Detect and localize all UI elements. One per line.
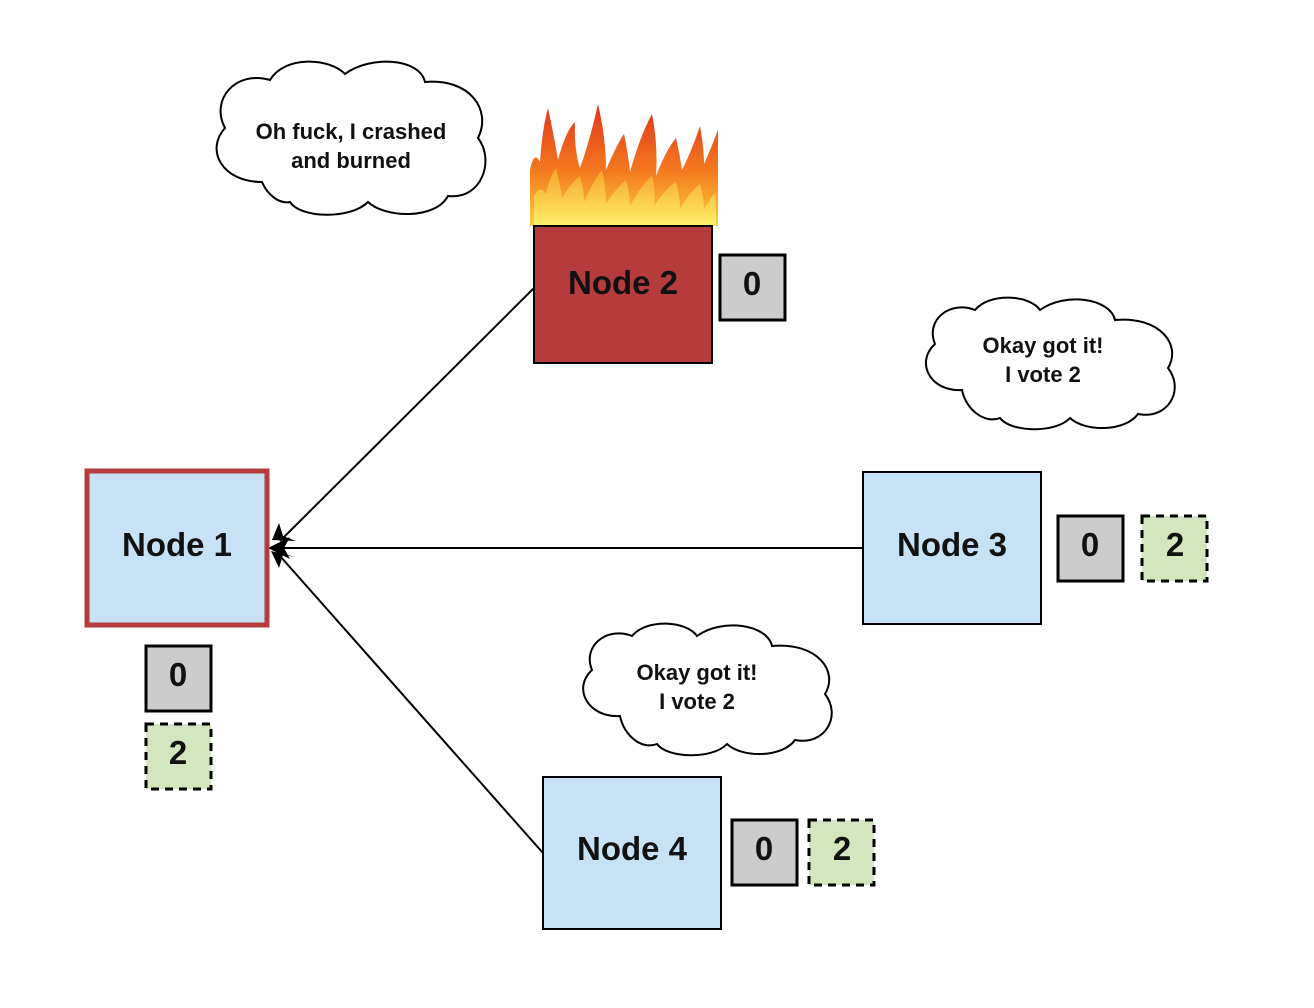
- cloud-line-1: Oh fuck, I crashed: [256, 119, 447, 144]
- node-2[interactable]: Node 2: [533, 225, 713, 364]
- edge-node4-to-node1: [279, 555, 544, 854]
- term-box: [144, 644, 213, 713]
- node-4-vote-counter: 2: [807, 818, 876, 887]
- node-1[interactable]: Node 1: [84, 468, 270, 628]
- term-box: [718, 253, 787, 322]
- node-4[interactable]: Node 4: [542, 776, 722, 930]
- node-3-box: [862, 471, 1042, 625]
- node-4-label: Node 4: [577, 830, 688, 867]
- node-4-box: [542, 776, 722, 930]
- term-value: 0: [169, 656, 187, 693]
- node-2-label: Node 2: [568, 264, 678, 301]
- arrowhead-icon: [271, 551, 296, 568]
- cloud-line-1: Okay got it!: [636, 660, 757, 685]
- node-1-box: [84, 468, 270, 628]
- node-2-box: [533, 225, 713, 364]
- thought-cloud-node-3: Okay got it! I vote 2: [924, 296, 1176, 431]
- node-1-vote-counter: 2: [144, 722, 213, 791]
- cloud-shape: [924, 296, 1176, 431]
- term-box: [1056, 514, 1125, 583]
- fire-icon: [530, 104, 718, 226]
- node-4-term-counter: 0: [730, 818, 799, 887]
- vote-box: [807, 818, 876, 887]
- edge-node2-to-node1: [279, 287, 535, 542]
- cloud-line-2: and burned: [291, 148, 411, 173]
- term-value: 0: [743, 265, 761, 302]
- node-3[interactable]: Node 3: [862, 471, 1042, 625]
- node-3-term-counter: 0: [1056, 514, 1125, 583]
- arrowheads: [268, 523, 296, 568]
- arrowhead-icon: [272, 523, 296, 541]
- cloud-shape: [215, 60, 487, 216]
- cloud-shape: [582, 622, 833, 757]
- edges: [279, 287, 863, 854]
- vote-box: [144, 722, 213, 791]
- fire-inner: [534, 168, 716, 226]
- node-2-term-counter: 0: [718, 253, 787, 322]
- term-value: 0: [755, 830, 773, 867]
- node-1-label: Node 1: [122, 526, 232, 563]
- cloud-line-2: I vote 2: [1005, 362, 1081, 387]
- vote-box: [1140, 514, 1209, 583]
- arrowhead-icon: [268, 537, 290, 559]
- vote-value: 2: [833, 830, 851, 867]
- node-1-term-counter: 0: [144, 644, 213, 713]
- cloud-line-1: Okay got it!: [982, 333, 1103, 358]
- term-box: [730, 818, 799, 887]
- node-3-vote-counter: 2: [1140, 514, 1209, 583]
- thought-cloud-node-2: Oh fuck, I crashed and burned: [215, 60, 487, 216]
- thought-cloud-node-4: Okay got it! I vote 2: [582, 622, 833, 757]
- term-value: 0: [1081, 526, 1099, 563]
- node-3-label: Node 3: [897, 526, 1007, 563]
- vote-value: 2: [169, 734, 187, 771]
- cloud-line-2: I vote 2: [659, 689, 735, 714]
- vote-value: 2: [1166, 526, 1184, 563]
